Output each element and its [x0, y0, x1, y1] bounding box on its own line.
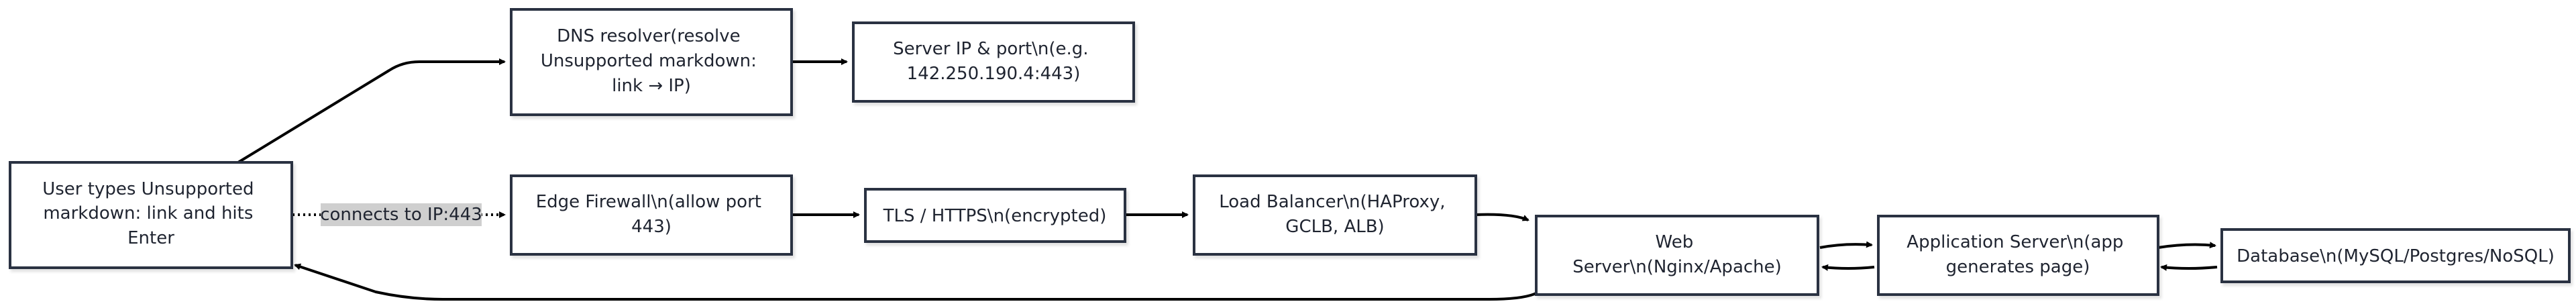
node-db-line-1: Database\n(MySQL/Postgres/NoSQL) [2237, 246, 2555, 266]
node-firewall-line-2: 443) [631, 217, 672, 237]
node-web-line-2: Server\n(Nginx/Apache) [1572, 257, 1782, 277]
edge-app-to-db [2157, 242, 2216, 249]
node-web-box [1535, 215, 1819, 296]
node-server-ip-line-1: Server IP & port\n(e.g. [893, 39, 1088, 59]
edge-label-text: connects to IP:443 [320, 205, 482, 225]
edge-db-to-app [2160, 264, 2218, 271]
node-firewall: Edge Firewall\n(allow port 443) [510, 174, 793, 256]
node-server-ip-label: Server IP & port\n(e.g. 142.250.190.4:44… [893, 39, 1094, 84]
edges: connects to IP:443 [237, 58, 2218, 301]
edge-app-to-web [1821, 264, 1875, 271]
node-dns-line-1: DNS resolver(resolve [557, 26, 740, 46]
node-tls-box [864, 188, 1126, 243]
node-lb-line-1: Load Balancer\n(HAProxy, [1219, 192, 1445, 212]
node-app-line-1: Application Server\n(app [1907, 232, 2123, 252]
node-db-box [2220, 228, 2571, 283]
node-lb-label: Load Balancer\n(HAProxy, GCLB, ALB) [1219, 192, 1451, 237]
node-lb-box [1193, 174, 1477, 256]
node-web: Web Server\n(Nginx/Apache) [1535, 215, 1819, 296]
node-firewall-box [510, 174, 793, 256]
edge-label-connects: connects to IP:443 [320, 203, 482, 226]
node-firewall-line-1: Edge Firewall\n(allow port [536, 192, 761, 212]
node-tls-label: TLS / HTTPS\n(encrypted) [883, 206, 1107, 226]
node-tls: TLS / HTTPS\n(encrypted) [864, 188, 1126, 243]
node-dns: DNS resolver(resolve Unsupported markdow… [510, 8, 793, 116]
node-user-label: User types Unsupported markdown: link an… [42, 179, 260, 248]
node-server-ip: Server IP & port\n(e.g. 142.250.190.4:44… [852, 21, 1135, 103]
node-app-line-2: generates page) [1946, 257, 2090, 277]
edge-web-to-user [294, 263, 1537, 301]
node-app-box [1877, 215, 2159, 296]
node-server-ip-box [852, 21, 1135, 103]
node-web-line-1: Web [1656, 232, 1694, 252]
edge-label-background [321, 203, 482, 226]
node-tls-line-1: TLS / HTTPS\n(encrypted) [883, 206, 1107, 226]
node-lb-line-2: GCLB, ALB) [1285, 217, 1384, 237]
node-user-line-2: markdown: link and hits [43, 203, 253, 223]
edge-web-to-app [1819, 241, 1873, 249]
edge-lb-to-web [1475, 213, 1529, 221]
node-dns-box [510, 8, 793, 116]
edge-user-to-dns [237, 58, 506, 164]
node-user: User types Unsupported markdown: link an… [9, 161, 293, 269]
node-user-line-1: User types Unsupported [42, 179, 254, 199]
node-dns-line-3: link → IP) [612, 76, 691, 96]
node-user-box [9, 161, 293, 269]
node-firewall-label: Edge Firewall\n(allow port 443) [536, 192, 767, 237]
node-web-label: Web Server\n(Nginx/Apache) [1572, 232, 1782, 277]
node-dns-label: DNS resolver(resolve Unsupported markdow… [541, 26, 762, 96]
node-app-label: Application Server\n(app generates page) [1907, 232, 2129, 277]
node-server-ip-line-2: 142.250.190.4:443) [907, 64, 1081, 84]
node-db: Database\n(MySQL/Postgres/NoSQL) [2220, 228, 2571, 283]
node-user-line-3: Enter [127, 228, 174, 248]
node-dns-line-2: Unsupported markdown: [541, 51, 757, 71]
node-lb: Load Balancer\n(HAProxy, GCLB, ALB) [1193, 174, 1477, 256]
node-app: Application Server\n(app generates page) [1877, 215, 2159, 296]
node-db-label: Database\n(MySQL/Postgres/NoSQL) [2237, 246, 2555, 266]
